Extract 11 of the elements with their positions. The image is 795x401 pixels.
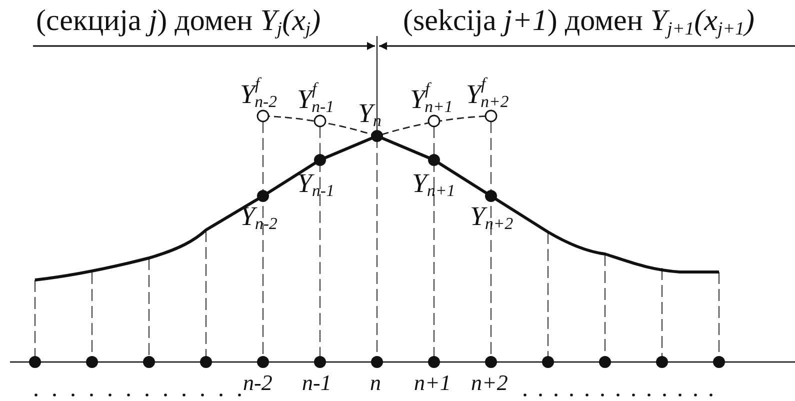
axis-label: n-1 <box>302 372 332 394</box>
section-domain-label: (sekcija j+1) домен Y$_{j+1}$(x$_{j+1}$) <box>403 6 754 36</box>
value-label: Y$_{n+1}$ <box>412 170 456 197</box>
section-domain-label: (секција j) домен Y$_{j}$(x$_{j}$) <box>36 6 321 36</box>
axis-label: n+2 <box>471 372 508 394</box>
axis-label: n-2 <box>243 372 272 394</box>
axis-label: n+1 <box>414 372 451 394</box>
value-label: Y$_{n-1}$ <box>297 170 334 197</box>
value-label: Y$_{n-2}$ <box>240 203 278 230</box>
value-label: Y$_{n+2}$ <box>470 203 514 230</box>
axis-label: n <box>370 372 381 394</box>
